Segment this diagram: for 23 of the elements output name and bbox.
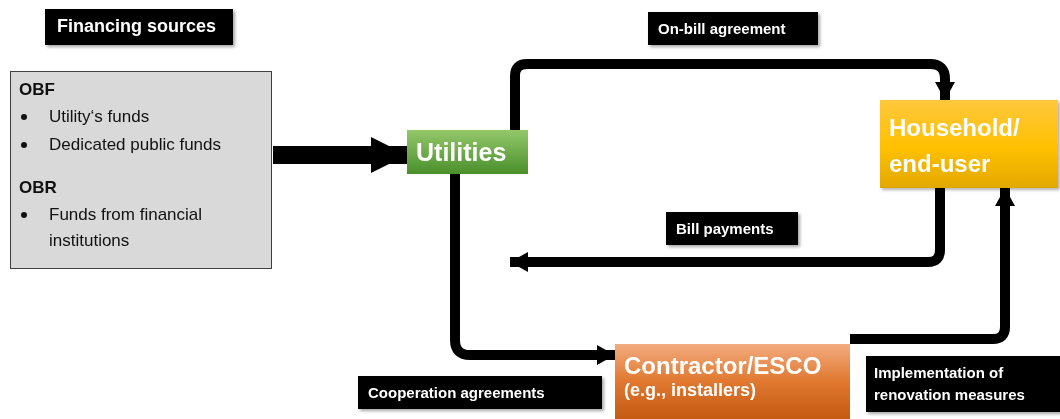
arrow (510, 59, 955, 130)
node-label: Utilities (416, 138, 508, 167)
block-arrow (273, 137, 407, 173)
section-heading: OBR (19, 177, 58, 199)
contractor-box (615, 344, 850, 419)
heading-label: Financing sources (45, 9, 233, 45)
arrow (510, 188, 945, 272)
subtitle-text: (e.g., installers) (624, 380, 758, 401)
arrow (850, 188, 1015, 344)
edge-label: Bill payments (666, 212, 798, 245)
bullet-item: Funds from financial institutions (19, 202, 265, 254)
node-label: Household/ end-user (889, 113, 1021, 179)
node-label: Contractor/ESCO (624, 352, 823, 380)
edge-label: Implementation of renovation measures (866, 356, 1060, 412)
utilities-box (407, 130, 528, 174)
bullet-item: Dedicated public funds (19, 132, 265, 158)
household-box (880, 100, 1058, 188)
edge-label: On-bill agreement (648, 12, 818, 45)
funding-sources-box (10, 71, 272, 269)
edge-label: Cooperation agreements (358, 376, 602, 409)
arrow (450, 174, 615, 365)
section-heading: OBF (19, 79, 56, 101)
bullet-item: Utility‘s funds (19, 104, 265, 130)
